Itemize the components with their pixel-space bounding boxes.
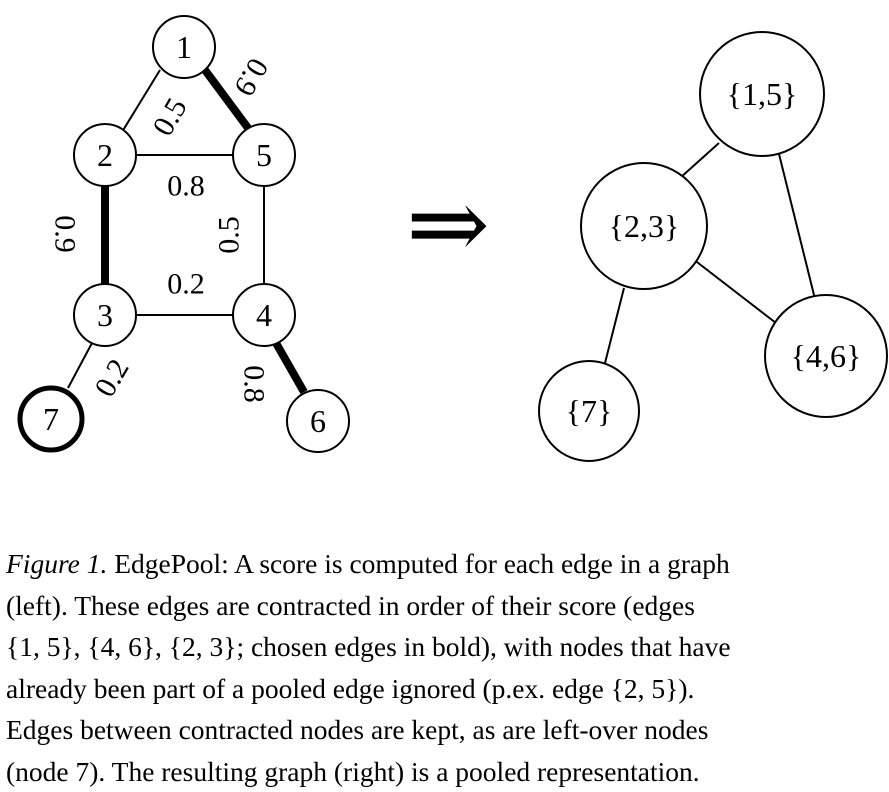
node-4-label: 4 [256, 297, 272, 333]
pooled-node-7: {7} [539, 361, 639, 461]
pooled-edge-15-23 [680, 143, 719, 178]
pooled-edge-23-46 [693, 259, 776, 323]
node-6-label: 6 [310, 403, 326, 439]
pooled-node-1-5-label: {1,5} [727, 76, 798, 112]
pooled-node-2-3-label: {2,3} [609, 208, 680, 244]
node-1-label: 1 [176, 29, 192, 65]
caption-text-1: EdgePool: A score is computed for each e… [107, 548, 729, 579]
edgepool-figure: 1 2 5 3 4 7 6 0.5 0.9 0.8 0.9 [0, 0, 889, 500]
caption-line-4: already been part of a pooled edge ignor… [6, 668, 886, 710]
pooled-node-2-3: {2,3} [581, 163, 707, 289]
implies-arrow: ⇒ [406, 170, 490, 281]
pooled-node-7-label: {7} [566, 393, 613, 429]
caption-line-1: Figure 1. EdgePool: A score is computed … [6, 543, 886, 585]
node-5-label: 5 [256, 137, 272, 173]
edge-4-6 [276, 343, 304, 392]
caption-line-5: Edges between contracted nodes are kept,… [6, 709, 886, 751]
weight-4-6: 0.8 [238, 365, 271, 403]
weight-2-5: 0.8 [167, 170, 205, 203]
pooled-edge-15-46 [779, 154, 815, 299]
edge-weight-labels: 0.5 0.9 0.8 0.9 0.5 0.2 0.2 0.8 [49, 53, 275, 403]
node-7-label: 7 [43, 401, 59, 437]
node-7: 7 [20, 388, 82, 450]
node-2-label: 2 [97, 137, 113, 173]
node-3-label: 3 [97, 297, 113, 333]
weight-5-4: 0.5 [213, 216, 246, 254]
caption-line-6: (node 7). The resulting graph (right) is… [6, 751, 886, 792]
caption-line-3: {1, 5}, {4, 6}, {2, 3}; chosen edges in … [6, 626, 886, 668]
figure-caption: Figure 1. EdgePool: A score is computed … [6, 543, 886, 792]
node-1: 1 [153, 16, 215, 78]
node-2: 2 [74, 124, 136, 186]
pooled-node-4-6: {4,6} [765, 295, 887, 417]
weight-1-5: 0.9 [227, 53, 274, 102]
node-5: 5 [233, 124, 295, 186]
node-3: 3 [74, 284, 136, 346]
weight-1-2: 0.5 [146, 93, 193, 142]
weight-3-4: 0.2 [167, 268, 205, 301]
node-6: 6 [287, 390, 349, 452]
pooled-node-1-5: {1,5} [700, 32, 824, 156]
right-graph-nodes: {1,5} {2,3} {4,6} {7} [539, 32, 887, 461]
weight-3-7: 0.2 [88, 354, 135, 403]
node-4: 4 [233, 284, 295, 346]
figure-label: Figure 1. [6, 548, 107, 579]
edge-3-7 [68, 343, 92, 388]
weight-2-3: 0.9 [49, 215, 82, 253]
pooled-edge-23-7 [605, 288, 624, 363]
caption-line-2: (left). These edges are contracted in or… [6, 585, 886, 627]
pooled-node-4-6-label: {4,6} [791, 338, 862, 374]
